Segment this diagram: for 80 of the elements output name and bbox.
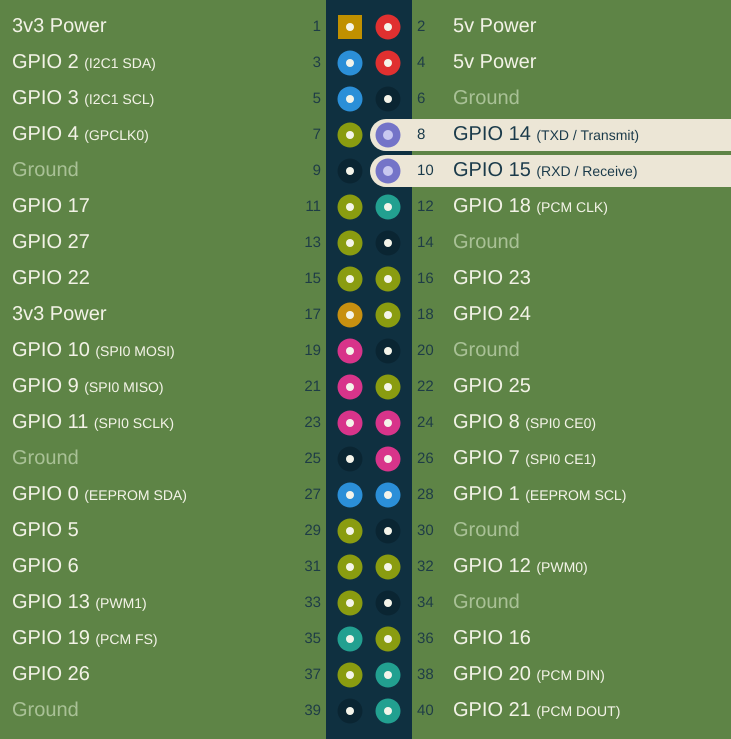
pin-number: 3 — [312, 53, 321, 73]
pin-label: GPIO 3 (I2C1 SCL) — [12, 86, 154, 111]
pin-label: GPIO 7 (SPI0 CE1) — [453, 446, 596, 471]
ground-pin-label: Ground — [12, 446, 79, 470]
pin-number: 40 — [417, 701, 434, 721]
pin-number: 38 — [417, 665, 434, 685]
pin-number: 36 — [417, 629, 434, 649]
pin-number: 24 — [417, 413, 434, 433]
pin-number: 27 — [304, 485, 321, 505]
pin-number: 18 — [417, 305, 434, 325]
pin-label: GPIO 19 (PCM FS) — [12, 626, 158, 651]
pin-label: GPIO 5 — [12, 518, 79, 542]
pin-label: 5v Power — [453, 14, 536, 38]
pin-label: GPIO 15 (RXD / Receive) — [453, 158, 638, 183]
pin-number: 12 — [417, 197, 434, 217]
ground-pin-label: Ground — [453, 518, 520, 542]
pin-label: GPIO 4 (GPCLK0) — [12, 122, 149, 147]
pin-label: GPIO 0 (EEPROM SDA) — [12, 482, 187, 507]
pin-label: GPIO 22 — [12, 266, 90, 290]
pin-number: 17 — [304, 305, 321, 325]
ground-pin-label: Ground — [453, 230, 520, 254]
pin-label: GPIO 12 (PWM0) — [453, 554, 588, 579]
pin-number: 35 — [304, 629, 321, 649]
pin-label: GPIO 2 (I2C1 SDA) — [12, 50, 156, 75]
pin-label: 5v Power — [453, 50, 536, 74]
pin-label: GPIO 6 — [12, 554, 79, 578]
pin-label: GPIO 8 (SPI0 CE0) — [453, 410, 596, 435]
pin-number: 29 — [304, 521, 321, 541]
pin-number: 30 — [417, 521, 434, 541]
pin-number: 26 — [417, 449, 434, 469]
pin-number: 39 — [304, 701, 321, 721]
pin-label: 3v3 Power — [12, 302, 106, 326]
ground-pin-label: Ground — [453, 338, 520, 362]
pin-number: 25 — [304, 449, 321, 469]
pin-number: 31 — [304, 557, 321, 577]
ground-pin-label: Ground — [12, 698, 79, 722]
pin-number: 34 — [417, 593, 434, 613]
pin-number: 14 — [417, 233, 434, 253]
pin-number: 11 — [305, 197, 321, 217]
pin-number: 21 — [304, 377, 321, 397]
pin-label: GPIO 11 (SPI0 SCLK) — [12, 410, 174, 435]
pin-number: 9 — [312, 161, 321, 181]
pin-label: GPIO 20 (PCM DIN) — [453, 662, 605, 687]
pin-number: 16 — [417, 269, 434, 289]
ground-pin-label: Ground — [453, 590, 520, 614]
pin-number: 4 — [417, 53, 426, 73]
pin-number: 7 — [312, 125, 321, 145]
pin-label: GPIO 13 (PWM1) — [12, 590, 147, 615]
pin-number: 2 — [417, 17, 426, 37]
pin-label: GPIO 26 — [12, 662, 90, 686]
pin-number: 1 — [312, 17, 321, 37]
pin-number: 6 — [417, 89, 426, 109]
pin-number: 23 — [304, 413, 321, 433]
pin-number: 37 — [304, 665, 321, 685]
pin-number: 22 — [417, 377, 434, 397]
pin-label: GPIO 18 (PCM CLK) — [453, 194, 608, 219]
pin-label: GPIO 27 — [12, 230, 90, 254]
pin-number: 15 — [304, 269, 321, 289]
pin-number: 32 — [417, 557, 434, 577]
ground-pin-label: Ground — [453, 86, 520, 110]
pin-label: GPIO 25 — [453, 374, 531, 398]
pin-number: 13 — [304, 233, 321, 253]
pin-label: GPIO 1 (EEPROM SCL) — [453, 482, 626, 507]
pin-number: 33 — [304, 593, 321, 613]
pin-number: 20 — [417, 341, 434, 361]
pin-number: 10 — [417, 161, 434, 181]
pin-label: GPIO 9 (SPI0 MISO) — [12, 374, 164, 399]
pin-label: GPIO 23 — [453, 266, 531, 290]
pin-label: 3v3 Power — [12, 14, 106, 38]
pin-number: 5 — [312, 89, 321, 109]
pin-number: 28 — [417, 485, 434, 505]
pin-label: GPIO 16 — [453, 626, 531, 650]
pin-label: GPIO 21 (PCM DOUT) — [453, 698, 620, 723]
pin-label: GPIO 17 — [12, 194, 90, 218]
pin-label: GPIO 24 — [453, 302, 531, 326]
pin-number: 19 — [304, 341, 321, 361]
ground-pin-label: Ground — [12, 158, 79, 182]
pin-label: GPIO 14 (TXD / Transmit) — [453, 122, 640, 147]
pin-number: 8 — [417, 125, 426, 145]
pin-label: GPIO 10 (SPI0 MOSI) — [12, 338, 175, 363]
